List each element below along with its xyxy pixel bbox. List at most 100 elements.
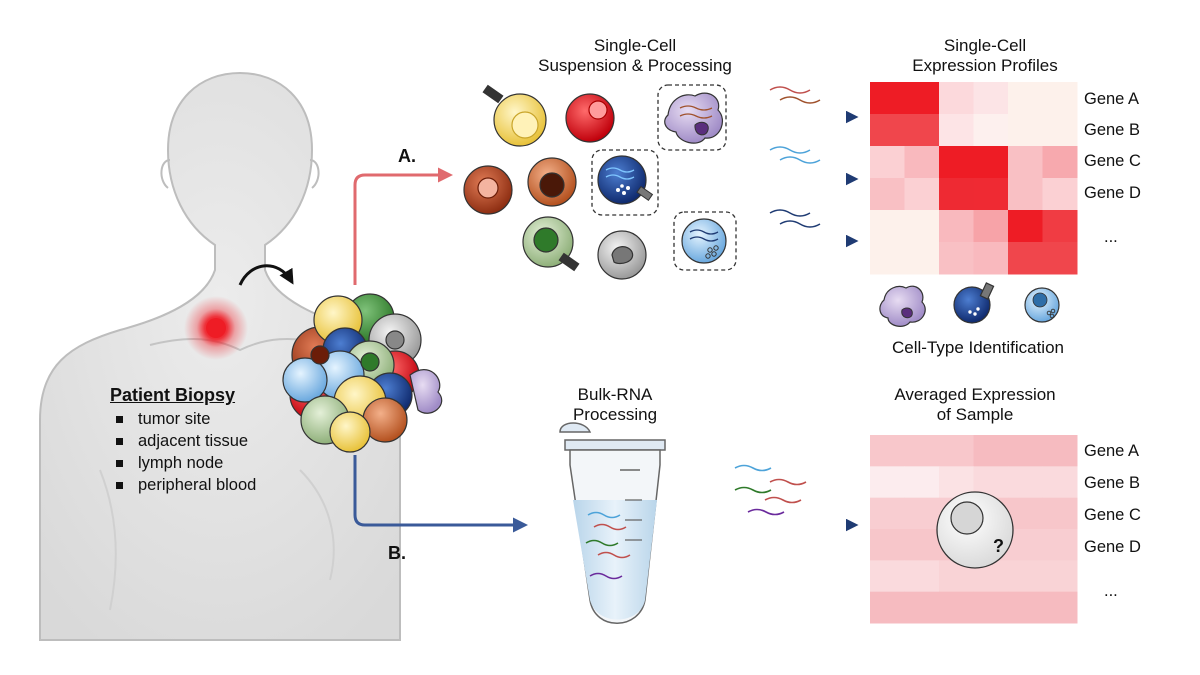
averaged-title-line2: of Sample [936,405,1014,424]
heatmap-cell [939,146,974,179]
biopsy-site-item: adjacent tissue [110,430,256,452]
heatmap-cell [904,242,940,275]
cell-brown [463,165,513,215]
heatmap-cell [1042,114,1078,147]
heatmap-cell [1042,146,1078,179]
heatmap-cell [939,210,974,243]
heatmap-cell [1008,591,1043,624]
branch-a-label: A. [398,146,416,166]
microcentrifuge-tube [559,422,666,624]
biopsy-site-item: peripheral blood [110,474,256,496]
heatmap-cell [1042,466,1078,499]
heatmap-cell [1042,210,1078,243]
heatmap-cell [939,114,974,147]
sc-processing-title-line1: Single-Cell [593,36,677,55]
macrophage-cell [664,92,723,144]
heatmap-cell [1008,529,1043,561]
cell-red [565,93,615,143]
heatmap-cell [939,82,974,115]
mrna-c [769,146,821,164]
branch-b-arrow [353,455,528,533]
heatmap-cell [904,178,940,211]
cell-type-identification-label: Cell-Type Identification [892,338,1064,357]
biopsy-to-sample-arrow [238,264,294,286]
cell-type-icons [879,282,1060,327]
sc-gene-label: ... [1104,228,1118,246]
heatmap-cell [1008,466,1043,499]
heatmap-cell [1008,242,1043,275]
heatmap-cell [870,82,905,115]
heatmap-cell [1008,114,1043,147]
biopsy-site-item: tumor site [110,408,256,430]
mrna-a [769,86,821,104]
sc-gene-label: Gene D [1084,184,1141,202]
heatmap-cell [1042,560,1078,593]
heatmap-cell [973,114,1009,147]
heatmap-cell [1042,435,1078,467]
heatmap-cell [973,210,1009,243]
sc-profiles-title: Single-Cell Expression Profiles [912,36,1058,76]
sc-profiles-title-line1: Single-Cell [943,36,1027,55]
heatmap-cell [904,591,940,624]
heatmap-cell [870,466,905,499]
heatmap-cell [904,210,940,243]
bulk-processing-title: Bulk-RNA Processing [573,385,657,425]
heatmap-cell [870,560,905,593]
biopsy-site-item: lymph node [110,452,256,474]
macrophage-type-icon [879,285,926,327]
highlight-box-macrophage [657,84,727,151]
heatmap-cell [870,242,905,275]
light-blue-cell [681,218,727,264]
heatmap-cell [870,146,905,179]
heatmap-cell [870,435,905,467]
heatmap-cell [939,591,974,624]
highlight-box-navy-cell [591,149,659,216]
heatmap-cell [973,146,1009,179]
heatmap-cell [939,242,974,275]
heatmap-cell [1008,560,1043,593]
heatmap-cell [1008,178,1043,211]
heatmap-cell [973,82,1009,115]
heatmap-cell [904,529,940,561]
biopsy-site-core [206,318,226,338]
unknown-question-mark: ? [993,536,1004,556]
heatmap-cell [904,466,940,499]
heatmap-cell [870,210,905,243]
sc-gene-label: Gene C [1084,152,1141,170]
sc-processing-title-line2: Suspension & Processing [538,56,732,75]
mrna-e [769,209,821,228]
heatmap-cell [973,591,1009,624]
single-cell-suspension [463,84,647,280]
heatmap-cell [904,435,940,467]
averaged-expression-title: Averaged Expression of Sample [894,385,1055,425]
bulk-gene-label: Gene C [1084,506,1141,524]
heatmap-cell [904,146,940,179]
bulk-processing-title-line2: Processing [572,405,658,424]
heatmap-cell [939,435,974,467]
cell-green [522,216,580,272]
heatmap-cell [904,560,940,593]
heatmap-cell [1042,591,1078,624]
bulk-gene-label: Gene A [1084,442,1140,460]
branch-a-arrow [353,167,453,285]
heatmap-cell [904,82,940,115]
heatmap-cell [1008,210,1043,243]
mixed-cell-sample [282,293,443,453]
mrna-mixture [734,464,807,516]
patient-biopsy-panel: Patient Biopsy tumor site adjacent tissu… [110,385,256,496]
unknown-cell-icon: ? [936,491,1014,569]
bulk-heatmap [870,435,1078,624]
heatmap-cell [870,529,905,561]
heatmap-cell [1042,497,1078,530]
bulk-gene-label: Gene B [1084,474,1140,492]
biopsy-site-list: tumor site adjacent tissue lymph node pe… [110,408,256,496]
heatmap-cell [870,114,905,147]
bulk-processing-title-line1: Bulk-RNA [577,385,653,404]
highlight-box-blue-cell [673,211,737,271]
heatmap-cell [904,497,940,530]
sc-gene-label: Gene A [1084,90,1140,108]
heatmap-cell [1008,435,1043,467]
heatmap-cell [1042,242,1078,275]
patient-biopsy-title: Patient Biopsy [110,385,236,405]
bulk-gene-label: ... [1104,582,1118,600]
